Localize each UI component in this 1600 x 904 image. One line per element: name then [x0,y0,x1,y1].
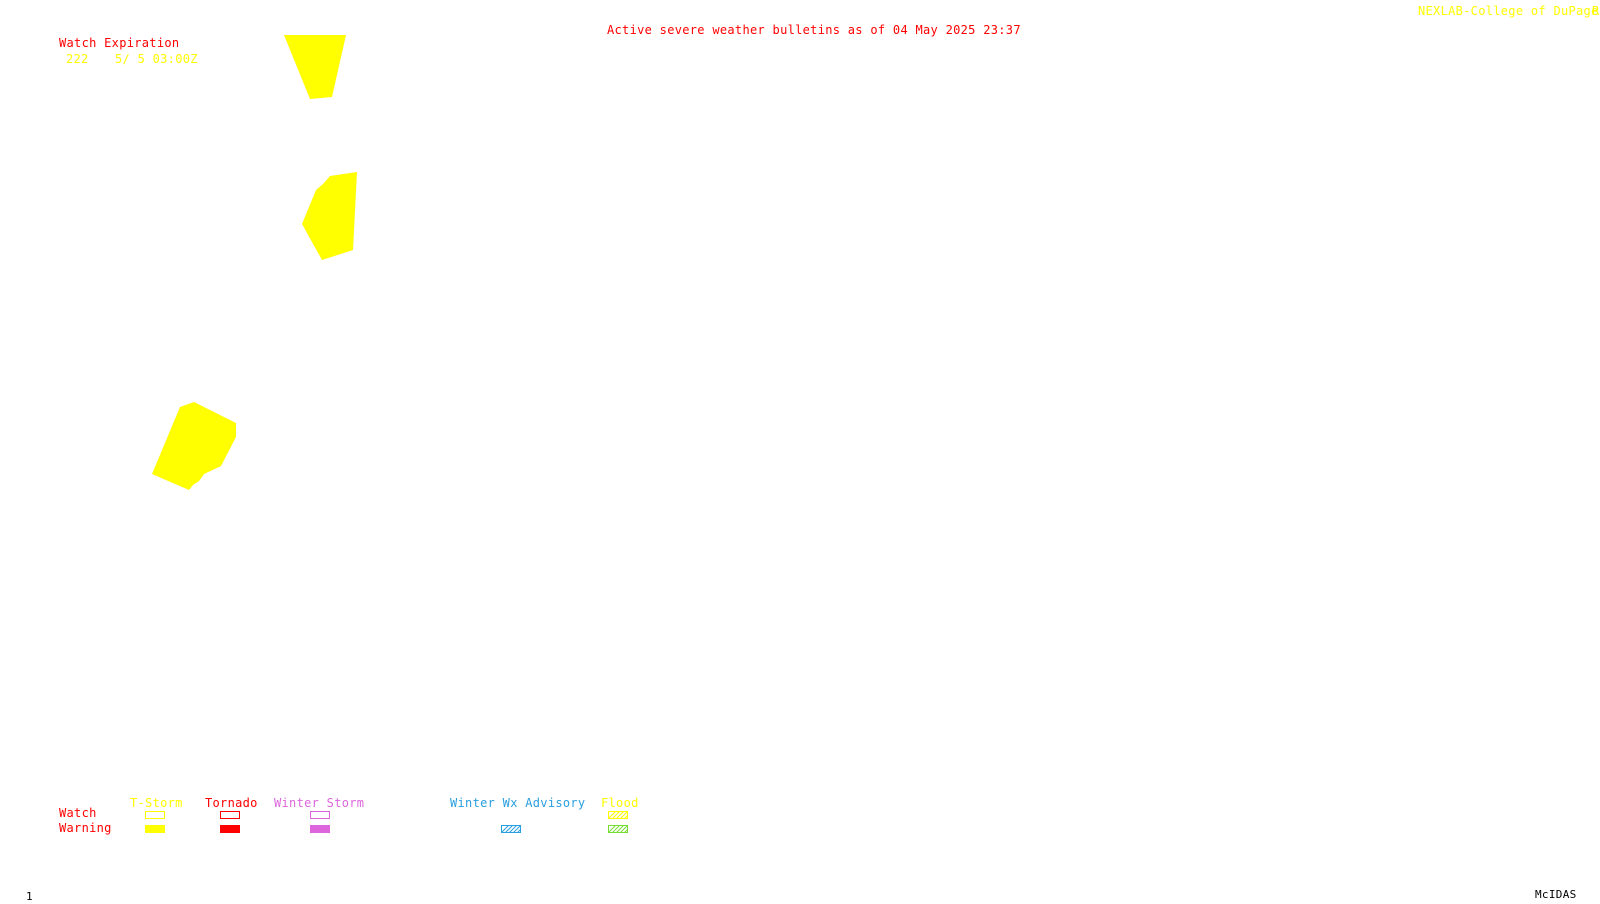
legend-winter-storm-watch-swatch [310,811,330,819]
legend-flood-warning-swatch [608,825,628,833]
watch-polygon-central [302,172,357,260]
watch-polygon-south [152,402,236,490]
software-label: McIDAS [1535,888,1577,901]
legend-flood-watch-swatch [608,811,628,819]
watch-expiration: 5/ 5 03:00Z [115,52,198,66]
legend-label-tornado: Tornado [205,796,258,810]
legend-tstorm-watch-swatch [145,811,165,819]
legend-tornado-warning-swatch [220,825,240,833]
watch-number: 222 [66,52,89,66]
frame-number: 1 [26,890,33,903]
legend-label-flood: Flood [601,796,639,810]
legend-label-winter-wx-advisory: Winter Wx Advisory [450,796,586,810]
legend-winter-storm-warning-swatch [310,825,330,833]
legend-winter-wx-advisory-swatch [501,825,521,833]
legend-label-winter-storm: Winter Storm [274,796,365,810]
source-credit-tail: R [1592,4,1600,18]
legend-tornado-watch-swatch [220,811,240,819]
source-credit: NEXLAB-College of DuPage [1418,4,1599,18]
legend-row-label-watch: Watch [59,806,97,820]
bulletin-title: Active severe weather bulletins as of 04… [607,23,1021,37]
legend-tstorm-warning-swatch [145,825,165,833]
legend-label-tstorm: T-Storm [130,796,183,810]
legend-row-label-warning: Warning [59,821,112,835]
watch-table-heading: Watch Expiration [59,36,180,50]
watch-polygon-north [284,35,346,99]
